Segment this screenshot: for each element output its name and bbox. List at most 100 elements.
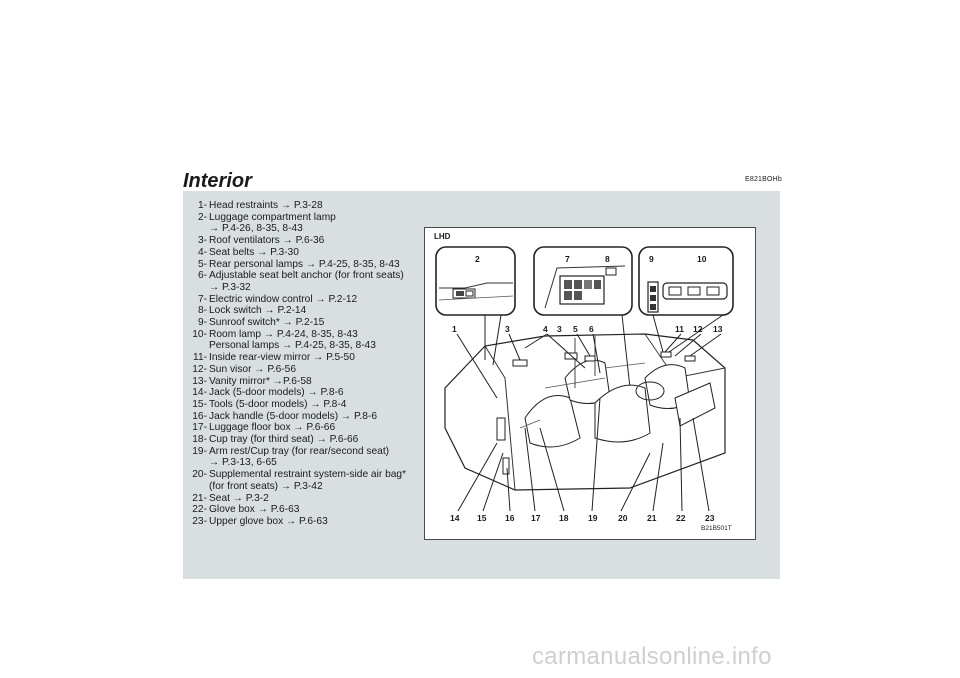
callout-11: 11: [675, 324, 684, 334]
item-number: 15-: [192, 398, 207, 410]
item-text: Glove box → P.6-63: [209, 504, 300, 516]
item-text: Luggage compartment lamp: [209, 211, 336, 223]
list-item-continuation: → P.4-26, 8-35, 8-43: [187, 223, 406, 235]
item-number: 16-: [192, 410, 207, 422]
list-item: 9-Sunroof switch* → P.2-15: [187, 317, 406, 329]
list-item: 20-Supplemental restraint system-side ai…: [187, 469, 406, 481]
list-item-continuation: (for front seats) → P.3-42: [187, 481, 406, 493]
callout-1: 1: [452, 324, 457, 334]
callout-22: 22: [676, 513, 686, 523]
callout-12: 12: [693, 324, 703, 334]
item-number: 4-: [197, 246, 207, 258]
list-item: 4-Seat belts → P.3-30: [187, 247, 406, 259]
list-item: 1-Head restraints → P.3-28: [187, 200, 406, 212]
item-text: Jack handle (5-door models) → P.8-6: [209, 410, 377, 422]
item-number: 2-: [197, 211, 207, 223]
callout-15: 15: [477, 513, 487, 523]
region-label: LHD: [434, 232, 451, 241]
item-number: 17-: [192, 422, 207, 434]
item-text: Jack (5-door models) → P.8-6: [209, 387, 344, 399]
callout-10: 10: [697, 254, 707, 264]
callout-8: 8: [605, 254, 610, 264]
item-number: 8-: [197, 305, 207, 317]
callout-21: 21: [647, 513, 657, 523]
callout-13: 13: [713, 324, 723, 334]
list-item: 2-Luggage compartment lamp: [187, 212, 406, 224]
list-item-continuation: → P.3-32: [187, 282, 406, 294]
item-text: Supplemental restraint system-side air b…: [209, 469, 407, 481]
callout-3a: 3: [505, 324, 510, 334]
callout-16: 16: [505, 513, 515, 523]
list-item: 6-Adjustable seat belt anchor (for front…: [187, 270, 406, 282]
item-text: Upper glove box → P.6-63: [209, 515, 328, 527]
list-item: 7-Electric window control → P.2-12: [187, 294, 406, 306]
callout-4: 4: [543, 324, 548, 334]
item-number: 1-: [197, 200, 207, 211]
item-text: Vanity mirror* →P.6-58: [209, 375, 312, 387]
item-number: 12-: [192, 363, 207, 375]
item-text: Head restraints → P.3-28: [209, 200, 323, 211]
item-number: 23-: [192, 515, 207, 527]
callout-23: 23: [705, 513, 715, 523]
callout-19: 19: [588, 513, 598, 523]
item-text: Luggage floor box → P.6-66: [209, 422, 336, 434]
item-text: Tools (5-door models) → P.8-4: [209, 398, 347, 410]
item-number: 19-: [192, 445, 207, 457]
list-item: 15-Tools (5-door models) → P.8-4: [187, 399, 406, 411]
item-continuation-text: (for front seats) → P.3-42: [209, 480, 323, 492]
list-item: 8-Lock switch → P.2-14: [187, 305, 406, 317]
item-number: 9-: [197, 317, 207, 329]
list-item: 22-Glove box → P.6-63: [187, 504, 406, 516]
item-text: Room lamp → P.4-24, 8-35, 8-43: [209, 328, 358, 340]
list-item: 5-Rear personal lamps → P.4-25, 8-35, 8-…: [187, 259, 406, 271]
callout-17: 17: [531, 513, 541, 523]
figure-code: B21B501T: [701, 525, 732, 532]
item-text: Sunroof switch* → P.2-15: [209, 317, 325, 329]
item-number: 3-: [197, 235, 207, 247]
item-text: Lock switch → P.2-14: [209, 305, 307, 317]
item-text: Cup tray (for third seat) → P.6-66: [209, 434, 359, 446]
list-item: 18-Cup tray (for third seat) → P.6-66: [187, 434, 406, 446]
item-number: 20-: [192, 469, 207, 481]
callout-2: 2: [475, 254, 480, 264]
item-text: Roof ventilators → P.6-36: [209, 235, 325, 247]
callout-18: 18: [559, 513, 569, 523]
page-title: Interior: [183, 170, 252, 192]
callout-7: 7: [565, 254, 570, 264]
item-number: 22-: [192, 504, 207, 516]
item-number: 7-: [197, 293, 207, 305]
watermark: carmanualsonline.info: [532, 643, 772, 670]
list-item: 12-Sun visor → P.6-56: [187, 364, 406, 376]
item-text: Rear personal lamps → P.4-25, 8-35, 8-43: [209, 258, 400, 270]
item-text: Adjustable seat belt anchor (for front s…: [209, 270, 404, 282]
item-number: 11-: [193, 352, 207, 364]
item-number: 10-: [192, 328, 207, 340]
callout-9: 9: [649, 254, 654, 264]
item-continuation-text: → P.4-26, 8-35, 8-43: [209, 223, 303, 235]
item-number: 5-: [197, 258, 207, 270]
list-item-continuation: Personal lamps → P.4-25, 8-35, 8-43: [187, 340, 406, 352]
callout-6: 6: [589, 324, 594, 334]
item-text: Seat → P.3-2: [209, 492, 269, 504]
section-code: E821BOHb: [745, 176, 783, 183]
list-item: 11-Inside rear-view mirror → P.5-50: [187, 352, 406, 364]
interior-drawing: [435, 246, 734, 512]
item-number: 14-: [192, 387, 207, 399]
item-continuation-text: → P.3-13, 6-65: [209, 457, 277, 469]
item-continuation-text: → P.3-32: [209, 281, 251, 293]
item-text: Sun visor → P.6-56: [209, 363, 297, 375]
item-text: Electric window control → P.2-12: [209, 293, 358, 305]
list-item: 19-Arm rest/Cup tray (for rear/second se…: [187, 446, 406, 458]
callout-3b: 3: [557, 324, 562, 334]
callout-5: 5: [573, 324, 578, 334]
interior-illustration: LHD 2 7 8 9 10 1 3 4 3 5 6 11 12 13 14 1…: [424, 227, 756, 540]
list-item: 3-Roof ventilators → P.6-36: [187, 235, 406, 247]
list-item: 23-Upper glove box → P.6-63: [187, 516, 406, 528]
item-text: Seat belts → P.3-30: [209, 246, 299, 258]
item-number: 18-: [192, 434, 207, 446]
list-item: 17-Luggage floor box → P.6-66: [187, 422, 406, 434]
item-number: 21-: [192, 492, 207, 504]
item-continuation-text: Personal lamps → P.4-25, 8-35, 8-43: [209, 340, 376, 352]
item-number: 13-: [192, 375, 207, 387]
